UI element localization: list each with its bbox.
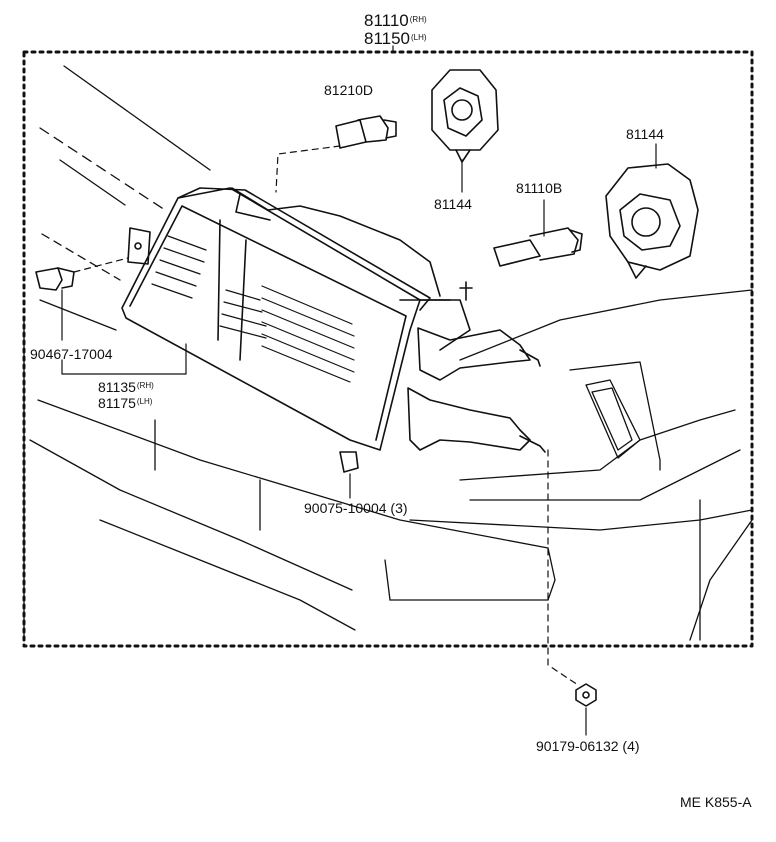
assembly-lh-label: 81150(LH) — [364, 29, 427, 48]
lens-callout — [61, 343, 187, 375]
adjuster-brackets — [407, 281, 546, 453]
side-bulb — [335, 115, 397, 149]
assembly-rh-label: 81110(RH) — [364, 11, 427, 30]
main-bulb — [493, 227, 583, 267]
lens-rh-label: 81135(RH) — [98, 379, 154, 395]
clip-left — [35, 267, 75, 291]
diagram-code: ME K855-A — [680, 794, 752, 810]
car-body-lines — [23, 65, 753, 641]
headlamp-housing — [121, 187, 471, 451]
top-socket-label: 81144 — [434, 196, 472, 212]
side-bulb-label: 81210D — [324, 82, 374, 98]
side-bulb-leader — [275, 145, 341, 193]
lens-lh-label: 81175(LH) — [98, 395, 153, 411]
nut-label: 90179-06132 (4) — [536, 738, 640, 754]
right-socket — [605, 163, 699, 279]
clip-lower-label: 90075-10004 (3) — [304, 500, 408, 516]
clip-lower — [339, 451, 359, 473]
clip-left-leader — [73, 257, 129, 273]
nut — [575, 683, 597, 707]
top-socket — [431, 69, 499, 163]
right-socket-label: 81144 — [626, 126, 664, 142]
lens-grille — [151, 235, 355, 383]
clip-left-label: 90467-17004 — [30, 346, 113, 362]
main-bulb-label: 81110B — [516, 180, 563, 196]
mounting-tab — [127, 227, 151, 265]
nut-leader — [547, 449, 579, 686]
